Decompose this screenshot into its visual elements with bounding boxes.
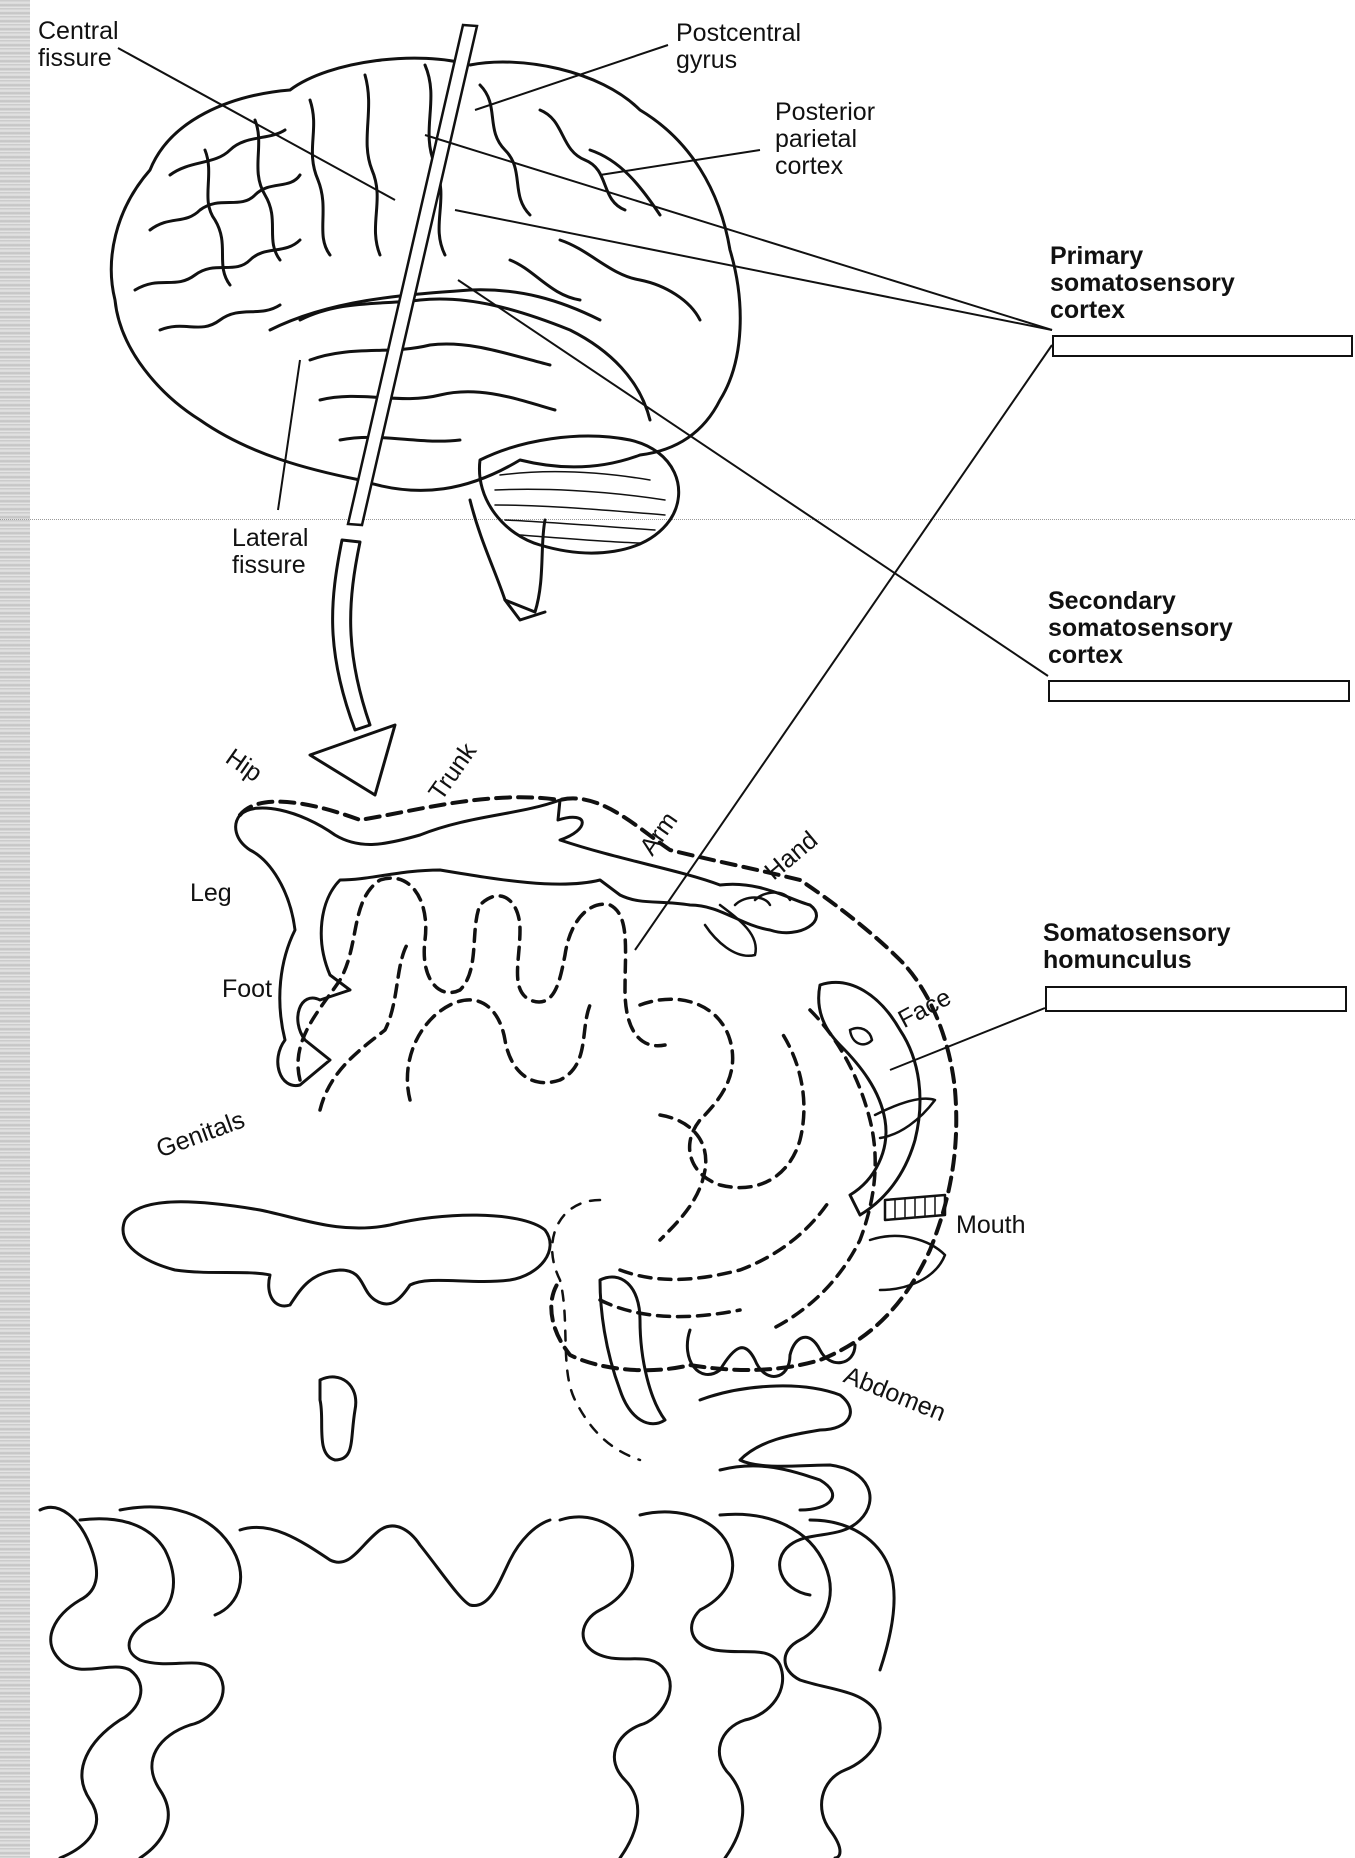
label-somatosensory-homunculus: Somatosensory homunculus: [1043, 920, 1231, 974]
label-primary-line2: somatosensory: [1050, 270, 1235, 297]
temporal-gyrus-inner: [600, 1277, 665, 1424]
label-posterior-parietal-line2: parietal: [775, 126, 875, 153]
label-leg: Leg: [190, 880, 232, 907]
label-central-fissure-line1: Central: [38, 18, 119, 45]
answer-box-primary[interactable]: [1052, 335, 1353, 357]
brain-lateral-view: [111, 58, 740, 620]
lower-gyri-right: [560, 1517, 670, 1858]
answer-box-secondary[interactable]: [1048, 680, 1350, 702]
label-foot: Foot: [222, 976, 272, 1003]
label-mouth: Mouth: [956, 1212, 1025, 1239]
label-homunculus-line1: Somatosensory: [1043, 920, 1231, 947]
answer-box-homunculus[interactable]: [1045, 986, 1347, 1012]
midline-contour: [240, 1520, 550, 1606]
label-secondary-somatosensory-cortex: Secondary somatosensory cortex: [1048, 588, 1233, 669]
down-arrow: [310, 540, 395, 795]
temporal-gyrus-dashed: [552, 1200, 640, 1460]
label-secondary-line2: somatosensory: [1048, 615, 1233, 642]
label-secondary-line1: Secondary: [1048, 588, 1233, 615]
label-primary-line3: cortex: [1050, 297, 1235, 324]
label-lateral-fissure-line2: fissure: [232, 552, 308, 579]
label-postcentral-gyrus-line2: gyrus: [676, 47, 801, 74]
coronal-section: [40, 797, 956, 1858]
lower-gyri-left: [40, 1507, 141, 1858]
label-postcentral-gyrus-line1: Postcentral: [676, 20, 801, 47]
label-primary-line1: Primary: [1050, 243, 1235, 270]
label-posterior-parietal-line3: cortex: [775, 153, 875, 180]
label-lateral-fissure-line1: Lateral: [232, 525, 308, 552]
label-secondary-line3: cortex: [1048, 642, 1233, 669]
brain-outline: [111, 58, 740, 490]
label-posterior-parietal-cortex: Posterior parietal cortex: [775, 99, 875, 180]
label-primary-somatosensory-cortex: Primary somatosensory cortex: [1050, 243, 1235, 324]
label-central-fissure-line2: fissure: [38, 45, 119, 72]
label-lateral-fissure: Lateral fissure: [232, 525, 308, 579]
label-posterior-parietal-line1: Posterior: [775, 99, 875, 126]
brainstem-outline: [470, 500, 545, 612]
ventricle-small: [320, 1377, 356, 1460]
cortex-dashed-outer: [240, 797, 956, 1370]
label-postcentral-gyrus: Postcentral gyrus: [676, 20, 801, 74]
ventricle-left: [123, 1202, 550, 1306]
label-homunculus-line2: homunculus: [1043, 947, 1231, 974]
label-central-fissure: Central fissure: [38, 18, 119, 72]
